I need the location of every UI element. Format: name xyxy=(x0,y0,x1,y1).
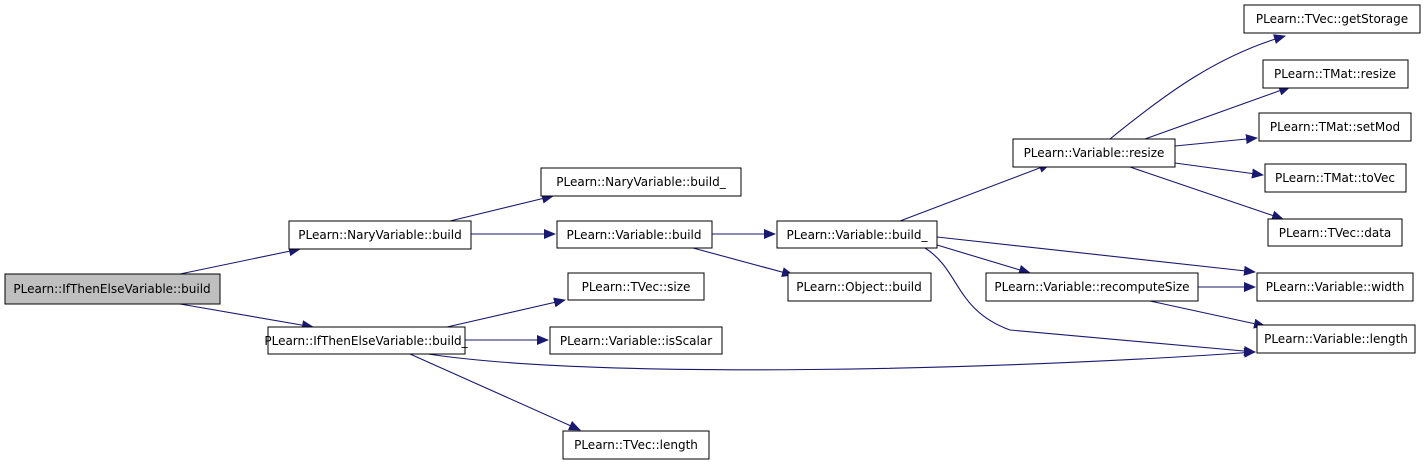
edge-var-build_-to-var-resize xyxy=(899,163,1051,222)
node-ifthenelse-build[interactable]: PLearn::IfThenElseVariable::build xyxy=(4,273,221,305)
node-ifthenelse-build_[interactable]: PLearn::IfThenElseVariable::build_ xyxy=(264,326,469,355)
node-label: PLearn::TVec::size xyxy=(582,280,691,294)
node-label: PLearn::TMat::toVec xyxy=(1275,171,1395,185)
node-variable-length[interactable]: PLearn::Variable::length xyxy=(1256,324,1416,354)
edge-var-resize-to-tmat-setmod xyxy=(1174,134,1258,147)
edge-root-to-ite-build_ xyxy=(179,303,314,331)
node-tvec-length[interactable]: PLearn::TVec::length xyxy=(562,430,710,460)
edge-var-resize-to-tmat-tovec xyxy=(1174,162,1264,179)
node-label: PLearn::Object::build xyxy=(796,280,922,294)
node-label: PLearn::TVec::length xyxy=(574,438,698,452)
edge-var-build-to-obj-build xyxy=(692,247,794,277)
node-label: PLearn::NaryVariable::build xyxy=(298,228,461,242)
node-variable-resize[interactable]: PLearn::Variable::resize xyxy=(1012,138,1176,168)
node-variable-width[interactable]: PLearn::Variable::width xyxy=(1256,272,1414,302)
node-variable-recomputesize[interactable]: PLearn::Variable::recomputeSize xyxy=(985,272,1199,302)
node-tvec-getstorage[interactable]: PLearn::TVec::getStorage xyxy=(1243,4,1421,34)
edge-var-build_-to-var-width xyxy=(936,236,1256,276)
node-tmat-tovec[interactable]: PLearn::TMat::toVec xyxy=(1264,163,1407,193)
edge-nary-build-to-nary-build_ xyxy=(449,193,554,222)
node-label: PLearn::Variable::recomputeSize xyxy=(994,280,1189,294)
edges xyxy=(179,34,1291,431)
edge-ite-build_-to-tvec-length xyxy=(409,353,581,431)
node-variable-isscalar[interactable]: PLearn::Variable::isScalar xyxy=(549,326,723,355)
node-label: PLearn::TMat::resize xyxy=(1274,67,1396,81)
edge-ite-build_-to-tvec-size xyxy=(446,297,566,328)
edge-var-build_-to-var-recompute xyxy=(936,244,1031,275)
node-tvec-data[interactable]: PLearn::TVec::data xyxy=(1267,218,1403,247)
node-label: PLearn::Variable::build_ xyxy=(786,228,928,242)
edge-var-recompute-to-var-length xyxy=(1149,300,1266,329)
node-variable-build[interactable]: PLearn::Variable::build xyxy=(556,220,713,249)
edge-ite-build_-to-var-length xyxy=(427,347,1256,371)
node-nary-build_[interactable]: PLearn::NaryVariable::build_ xyxy=(540,167,742,197)
edge-var-build_-to-var-length xyxy=(924,247,1256,356)
node-tmat-resize[interactable]: PLearn::TMat::resize xyxy=(1262,59,1409,89)
node-label: PLearn::Variable::build xyxy=(566,228,701,242)
node-label: PLearn::IfThenElseVariable::build_ xyxy=(264,334,468,348)
node-label: PLearn::TMat::setMod xyxy=(1270,120,1400,134)
node-label: PLearn::NaryVariable::build_ xyxy=(556,175,726,189)
node-label: PLearn::Variable::isScalar xyxy=(560,334,712,348)
node-tvec-size[interactable]: PLearn::TVec::size xyxy=(567,272,705,301)
node-label: PLearn::TVec::data xyxy=(1279,226,1392,240)
node-label: PLearn::Variable::length xyxy=(1264,332,1408,346)
node-label: PLearn::TVec::getStorage xyxy=(1256,12,1408,26)
edge-var-resize-to-tmat-resize xyxy=(1144,86,1291,140)
edge-var-resize-to-tvec-data xyxy=(1129,166,1284,221)
node-variable-build_[interactable]: PLearn::Variable::build_ xyxy=(776,220,938,249)
node-tmat-setmod[interactable]: PLearn::TMat::setMod xyxy=(1258,112,1412,142)
node-nary-build[interactable]: PLearn::NaryVariable::build xyxy=(288,220,472,250)
node-label: PLearn::Variable::resize xyxy=(1024,146,1165,160)
edge-var-resize-to-tvec-getstorage xyxy=(1109,34,1286,140)
node-label: PLearn::IfThenElseVariable::build xyxy=(13,282,210,296)
node-object-build[interactable]: PLearn::Object::build xyxy=(787,272,932,302)
node-label: PLearn::Variable::width xyxy=(1266,280,1405,294)
edge-root-to-nary-build xyxy=(179,246,301,275)
